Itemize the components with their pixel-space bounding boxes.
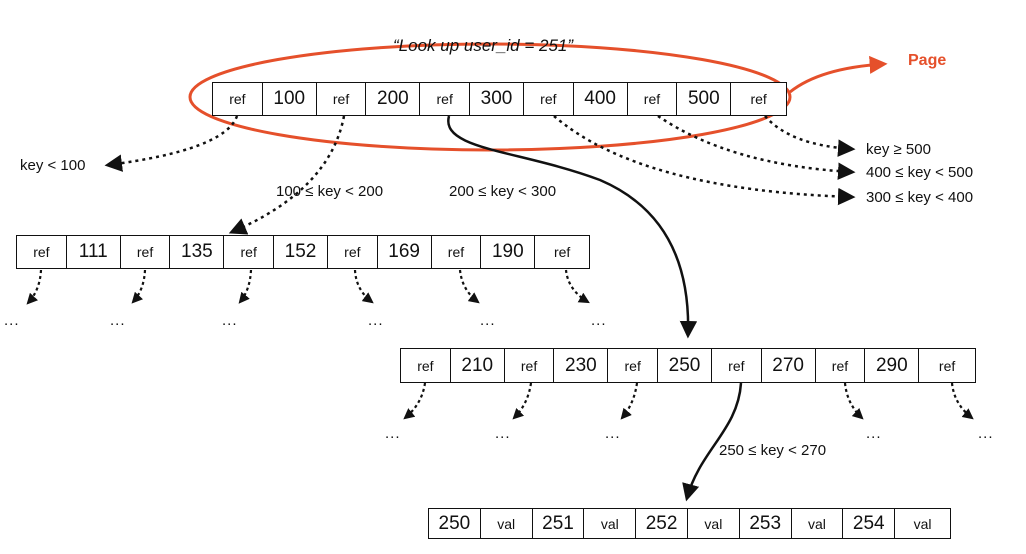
left-child-arrow-6	[564, 269, 590, 304]
range-label-400-500: 400 ≤ key < 500	[866, 164, 974, 181]
range-label-ge500: key ≥ 500	[866, 141, 931, 158]
root-cell: ref	[524, 83, 574, 115]
left-child-arrow-5	[458, 269, 480, 304]
left-child-arrow-1	[26, 269, 43, 305]
range-label-250-270: 250 ≤ key < 270	[719, 442, 827, 459]
root-cell: ref	[317, 83, 367, 115]
left-child-cell: ref	[224, 236, 275, 268]
leaf-cell: 253	[740, 509, 792, 538]
left-child-cell: ref	[17, 236, 67, 268]
left-child-cell: 135	[170, 236, 225, 268]
root-cell: ref	[420, 83, 471, 115]
mid-child-cell: ref	[608, 349, 659, 382]
left-child-cell: ref	[121, 236, 171, 268]
mid-child-cell: 270	[762, 349, 816, 382]
ellipsis: ...	[605, 425, 621, 442]
range-label-300-400: 300 ≤ key < 400	[866, 189, 974, 206]
mid-child-cell: 210	[451, 349, 505, 382]
ellipsis: ...	[591, 312, 607, 329]
page-highlight-arrow	[789, 55, 888, 94]
ellipsis: ...	[385, 425, 401, 442]
arrow-200-300-path	[447, 115, 698, 339]
left-child-cell: 190	[481, 236, 536, 268]
left-child-cell: ref	[328, 236, 378, 268]
left-child-cell: 111	[67, 236, 121, 268]
mid-child-node: ref 210 ref 230 ref 250 ref 270 ref 290 …	[400, 348, 976, 383]
leaf-cell: val	[688, 509, 740, 538]
leaf-cell: val	[584, 509, 637, 538]
left-child-arrow-4	[353, 269, 374, 304]
arrow-lt100	[104, 115, 239, 172]
mid-child-cell: ref	[505, 349, 555, 382]
root-cell: 200	[366, 83, 421, 115]
left-child-cell: ref	[553, 244, 571, 260]
leaf-cell: 252	[636, 509, 688, 538]
leaf-cell: val	[792, 509, 844, 538]
leaf-cell: 250	[429, 509, 481, 538]
root-cell: 400	[574, 83, 628, 115]
root-cell: ref	[750, 91, 767, 107]
mid-child-cell: 250	[658, 349, 712, 382]
range-label-lt100: key < 100	[20, 157, 86, 174]
leaf-cell: 254	[843, 509, 896, 538]
leaf-cell: val	[481, 509, 533, 538]
mid-child-arrow-1	[403, 382, 427, 420]
root-cell: 500	[677, 83, 732, 115]
arrow-300-400	[553, 115, 856, 206]
mid-child-arrow-4	[843, 382, 864, 420]
mid-child-cell: 230	[554, 349, 609, 382]
arrow-100-200	[228, 115, 346, 235]
ellipsis: ...	[480, 312, 496, 329]
range-label-200-300: 200 ≤ key < 300	[449, 183, 557, 200]
left-child-arrow-2	[131, 269, 147, 304]
mid-child-cell: ref	[816, 349, 866, 382]
mid-child-cell: ref	[938, 357, 956, 374]
mid-child-arrow-2	[512, 382, 533, 420]
ellipsis: ...	[110, 312, 126, 329]
root-cell: 100	[263, 83, 317, 115]
mid-child-arrow-5	[950, 382, 974, 420]
diagram-title: “Look up user_id = 251”	[393, 36, 574, 55]
root-cell: 300	[470, 83, 524, 115]
leaf-cell: val	[913, 515, 932, 532]
ellipsis: ...	[495, 425, 511, 442]
left-child-node: ref 111 ref 135 ref 152 ref 169 ref 190 …	[16, 235, 590, 269]
arrow-250-270-path	[682, 382, 743, 502]
left-child-cell: 169	[378, 236, 432, 268]
left-child-cell: 152	[274, 236, 328, 268]
arrow-ge500	[764, 115, 856, 157]
root-cell: ref	[213, 83, 263, 115]
ellipsis: ...	[4, 312, 20, 329]
mid-child-cell: ref	[401, 349, 451, 382]
ellipsis: ...	[222, 312, 238, 329]
leaf-cell: 251	[533, 509, 585, 538]
ellipsis: ...	[866, 425, 882, 442]
left-child-cell: ref	[432, 236, 482, 268]
left-child-arrow-3	[238, 269, 253, 304]
range-label-100-200: 100 ≤ key < 200	[276, 183, 384, 200]
page-label: Page	[908, 52, 947, 69]
leaf-node: 250 val 251 val 252 val 253 val 254 val	[428, 508, 951, 539]
arrow-400-500	[657, 114, 856, 180]
mid-child-arrow-3	[620, 382, 639, 420]
root-node: ref 100 ref 200 ref 300 ref 400 ref 500 …	[212, 82, 787, 116]
ellipsis: ...	[368, 312, 384, 329]
ellipsis: ...	[978, 425, 994, 442]
root-cell: ref	[628, 83, 678, 115]
mid-child-cell: 290	[865, 349, 920, 382]
mid-child-cell: ref	[712, 349, 762, 382]
